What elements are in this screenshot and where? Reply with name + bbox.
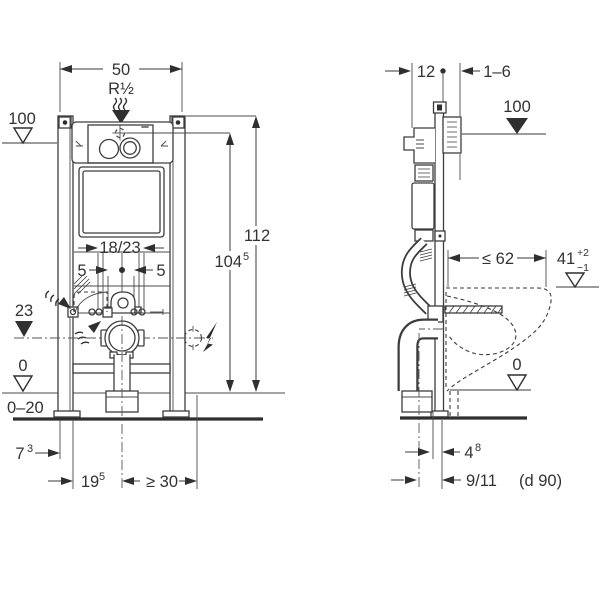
flush-opening-left-icon	[98, 138, 120, 160]
side-drain-elbow	[397, 318, 443, 489]
dim-arrow-left-icon	[60, 65, 72, 73]
level-triangle-filled-icon	[506, 118, 528, 134]
clip-mark-left-icon	[75, 140, 83, 147]
front-water-supply: R½	[108, 80, 134, 124]
dim-7-label: 7	[15, 445, 24, 463]
dim-max62-label: ≤ 62	[482, 250, 514, 268]
flush-bend-pipe	[400, 237, 444, 323]
rod-spacing-label: 18/23	[99, 239, 140, 257]
front-level-23: 23	[15, 302, 33, 337]
level-triangle-open-icon	[564, 272, 586, 289]
front-floor-range-label: 0–20	[7, 399, 44, 417]
left-screw-block	[58, 116, 72, 129]
level-triangle-open-icon	[12, 375, 34, 393]
dim-wall-label: 1–6	[483, 63, 511, 81]
flush-unit	[71, 121, 174, 164]
dim-7-sup: 3	[27, 443, 33, 455]
side-dim-bottom: 4 8 9/11 (d 90)	[391, 412, 562, 490]
offset-right-label: 5	[156, 262, 165, 280]
cistern-panel-inner	[82, 170, 161, 234]
side-level-0: 0	[450, 356, 531, 392]
dim-9-11-label: 9/11	[466, 472, 497, 490]
offset-left-label: 5	[77, 262, 86, 280]
front-view: 100 23 0 0–20 50 R½	[2, 61, 285, 491]
front-level-0: 0 0–20	[7, 357, 44, 417]
hatch-wedge	[73, 275, 91, 295]
side-level-100-label: 100	[503, 98, 531, 116]
screw-dot-icon	[62, 120, 68, 125]
level-triangle-open-icon	[506, 374, 528, 392]
front-floor-lines	[2, 392, 285, 421]
dim-arrow-right-icon	[170, 65, 182, 73]
actuation-crosshair-icon	[112, 125, 128, 141]
front-dim-bottom: 7 3 19 5 ≥ 30	[15, 395, 198, 491]
front-dim-heights: 112 104 5	[127, 115, 273, 392]
water-connection-label: R½	[108, 80, 134, 98]
side-foot	[430, 410, 449, 418]
fixing-rod	[444, 305, 503, 314]
side-flush-plate	[442, 116, 462, 154]
dim-4-label: 4	[464, 444, 473, 462]
side-dim-top: 12 1–6	[385, 63, 511, 180]
front-dim-rod-spacing: 18/23	[78, 239, 164, 310]
side-dim-bowl: ≤ 62 41 +2 −1	[447, 247, 599, 289]
clip-mark-right-icon	[160, 140, 168, 147]
side-view: 12 1–6 100	[385, 63, 599, 490]
flush-unit-inner	[87, 124, 154, 164]
front-dim-width-label: 50	[112, 61, 130, 79]
right-foot	[162, 410, 190, 418]
flush-unit-housing	[71, 121, 174, 164]
flush-opening-right-icon	[119, 137, 141, 159]
supply-arrow-icon	[112, 110, 130, 124]
dim-4-sup: 8	[475, 442, 481, 454]
front-level-100-label: 100	[8, 110, 36, 128]
front-drain	[105, 316, 139, 488]
dim-min30-label: ≥ 30	[146, 473, 178, 491]
front-left-rail	[57, 115, 74, 413]
water-squiggle-icon	[112, 97, 128, 111]
left-foot	[53, 410, 81, 418]
flush-opening-right-inner-icon	[123, 141, 137, 155]
side-level-0-label: 0	[512, 356, 521, 374]
dim-41-plus: +2	[577, 247, 589, 259]
water-inlet-center-icon	[74, 321, 101, 345]
dim-41-label: 41	[557, 250, 575, 268]
front-level-0-label: 0	[18, 357, 27, 375]
front-dim-offsets: 5 5	[77, 262, 165, 280]
dim-12-label: 12	[417, 63, 435, 81]
electrical-connection	[181, 322, 217, 352]
level-triangle-filled-icon	[15, 321, 33, 337]
dim-41-minus: −1	[577, 262, 589, 274]
lightning-bolt-icon	[203, 322, 217, 352]
center-dot-icon	[119, 267, 125, 273]
level-triangle-open-icon	[12, 127, 34, 145]
side-drain-socket	[401, 390, 433, 413]
cistern-panel-outer	[78, 166, 165, 238]
dim-19-label: 19	[81, 473, 99, 491]
water-inlet-left-icon	[45, 290, 71, 309]
side-level-100: 100	[462, 98, 546, 135]
wc-bowl-outline	[445, 287, 552, 416]
front-dim-width: 50	[59, 61, 183, 112]
hose-guard	[73, 275, 108, 313]
dim-19-sup: 5	[99, 471, 105, 483]
side-cistern	[403, 127, 446, 242]
dim-112-label: 112	[244, 227, 270, 245]
dim-dot-icon	[440, 68, 446, 74]
front-level-23-label: 23	[15, 302, 33, 320]
front-level-100: 100	[2, 110, 57, 145]
dim-104-label: 104	[214, 253, 242, 271]
dim-104-sup: 5	[243, 251, 249, 263]
screw-dot-icon	[175, 120, 181, 125]
dim-d90-label: (d 90)	[519, 472, 562, 490]
